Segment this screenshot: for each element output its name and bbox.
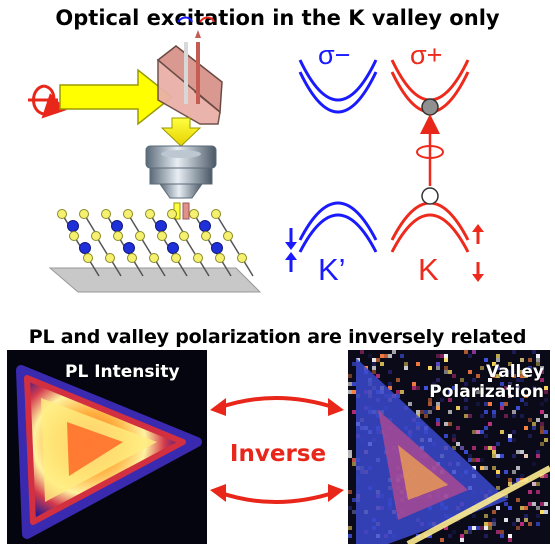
metal-atom (67, 220, 79, 232)
metal-atom (167, 242, 179, 254)
sulfur-atom (123, 209, 133, 219)
sulfur-atom (135, 231, 145, 241)
sulfur-atom (167, 209, 177, 219)
spin-arrows-k (472, 224, 484, 282)
sulfur-atom (171, 253, 181, 263)
incident-beam-arrow (59, 68, 174, 126)
top-title: Optical excitation in the K valley only (55, 6, 500, 30)
sulfur-atom (101, 209, 111, 219)
sulfur-atom (189, 209, 199, 219)
k-label: K (418, 252, 439, 287)
valley-diagram (285, 59, 484, 282)
metal-atom (79, 242, 91, 254)
sulfur-atom (211, 209, 221, 219)
bottom-title: PL and valley polarization are inversely… (28, 326, 527, 348)
circular-polarization-arrow (28, 84, 67, 119)
valley-polarization-label: Valley Polarization (429, 362, 544, 402)
metal-atom (123, 242, 135, 254)
vp-label-line2: Polarization (429, 382, 544, 402)
vp-label-line1: Valley (486, 362, 544, 382)
sulfur-atom (149, 253, 159, 263)
sulfur-atom (57, 209, 67, 219)
sulfur-atom (193, 253, 203, 263)
sulfur-atom (127, 253, 137, 263)
pl-intensity-map: PL Intensity (7, 350, 207, 544)
sulfur-atom (223, 231, 233, 241)
sulfur-atom (79, 209, 89, 219)
sulfur-atom (145, 209, 155, 219)
sulfur-atom (237, 253, 247, 263)
sulfur-atom (69, 231, 79, 241)
pl-intensity-label: PL Intensity (65, 362, 180, 382)
sulfur-atom (215, 253, 225, 263)
sigma-plus-label: σ+ (410, 40, 443, 70)
valley-polarization-map: Valley Polarization (348, 350, 550, 544)
sulfur-atom (113, 231, 123, 241)
beam-splitter (156, 45, 223, 125)
inverse-arrows (210, 396, 344, 504)
sulfur-atom (91, 231, 101, 241)
sulfur-atom (201, 231, 211, 241)
metal-atom (199, 220, 211, 232)
spin-arrows-kprime (285, 228, 297, 272)
inverse-label: Inverse (229, 441, 327, 467)
metal-atom (111, 220, 123, 232)
vp-noise-image (348, 350, 550, 544)
pl-triangle-image (7, 350, 207, 544)
sigma-minus-label: σ− (318, 40, 351, 70)
objective-lens (145, 145, 217, 199)
metal-atom (155, 220, 167, 232)
metal-atom (211, 242, 223, 254)
sulfur-atom (157, 231, 167, 241)
sulfur-atom (105, 253, 115, 263)
k-prime-label: K’ (318, 252, 346, 287)
collected-light (177, 16, 215, 104)
sulfur-atom (179, 231, 189, 241)
lattice-crystal (48, 209, 262, 293)
sulfur-atom (83, 253, 93, 263)
downward-beam-arrow (160, 117, 202, 147)
